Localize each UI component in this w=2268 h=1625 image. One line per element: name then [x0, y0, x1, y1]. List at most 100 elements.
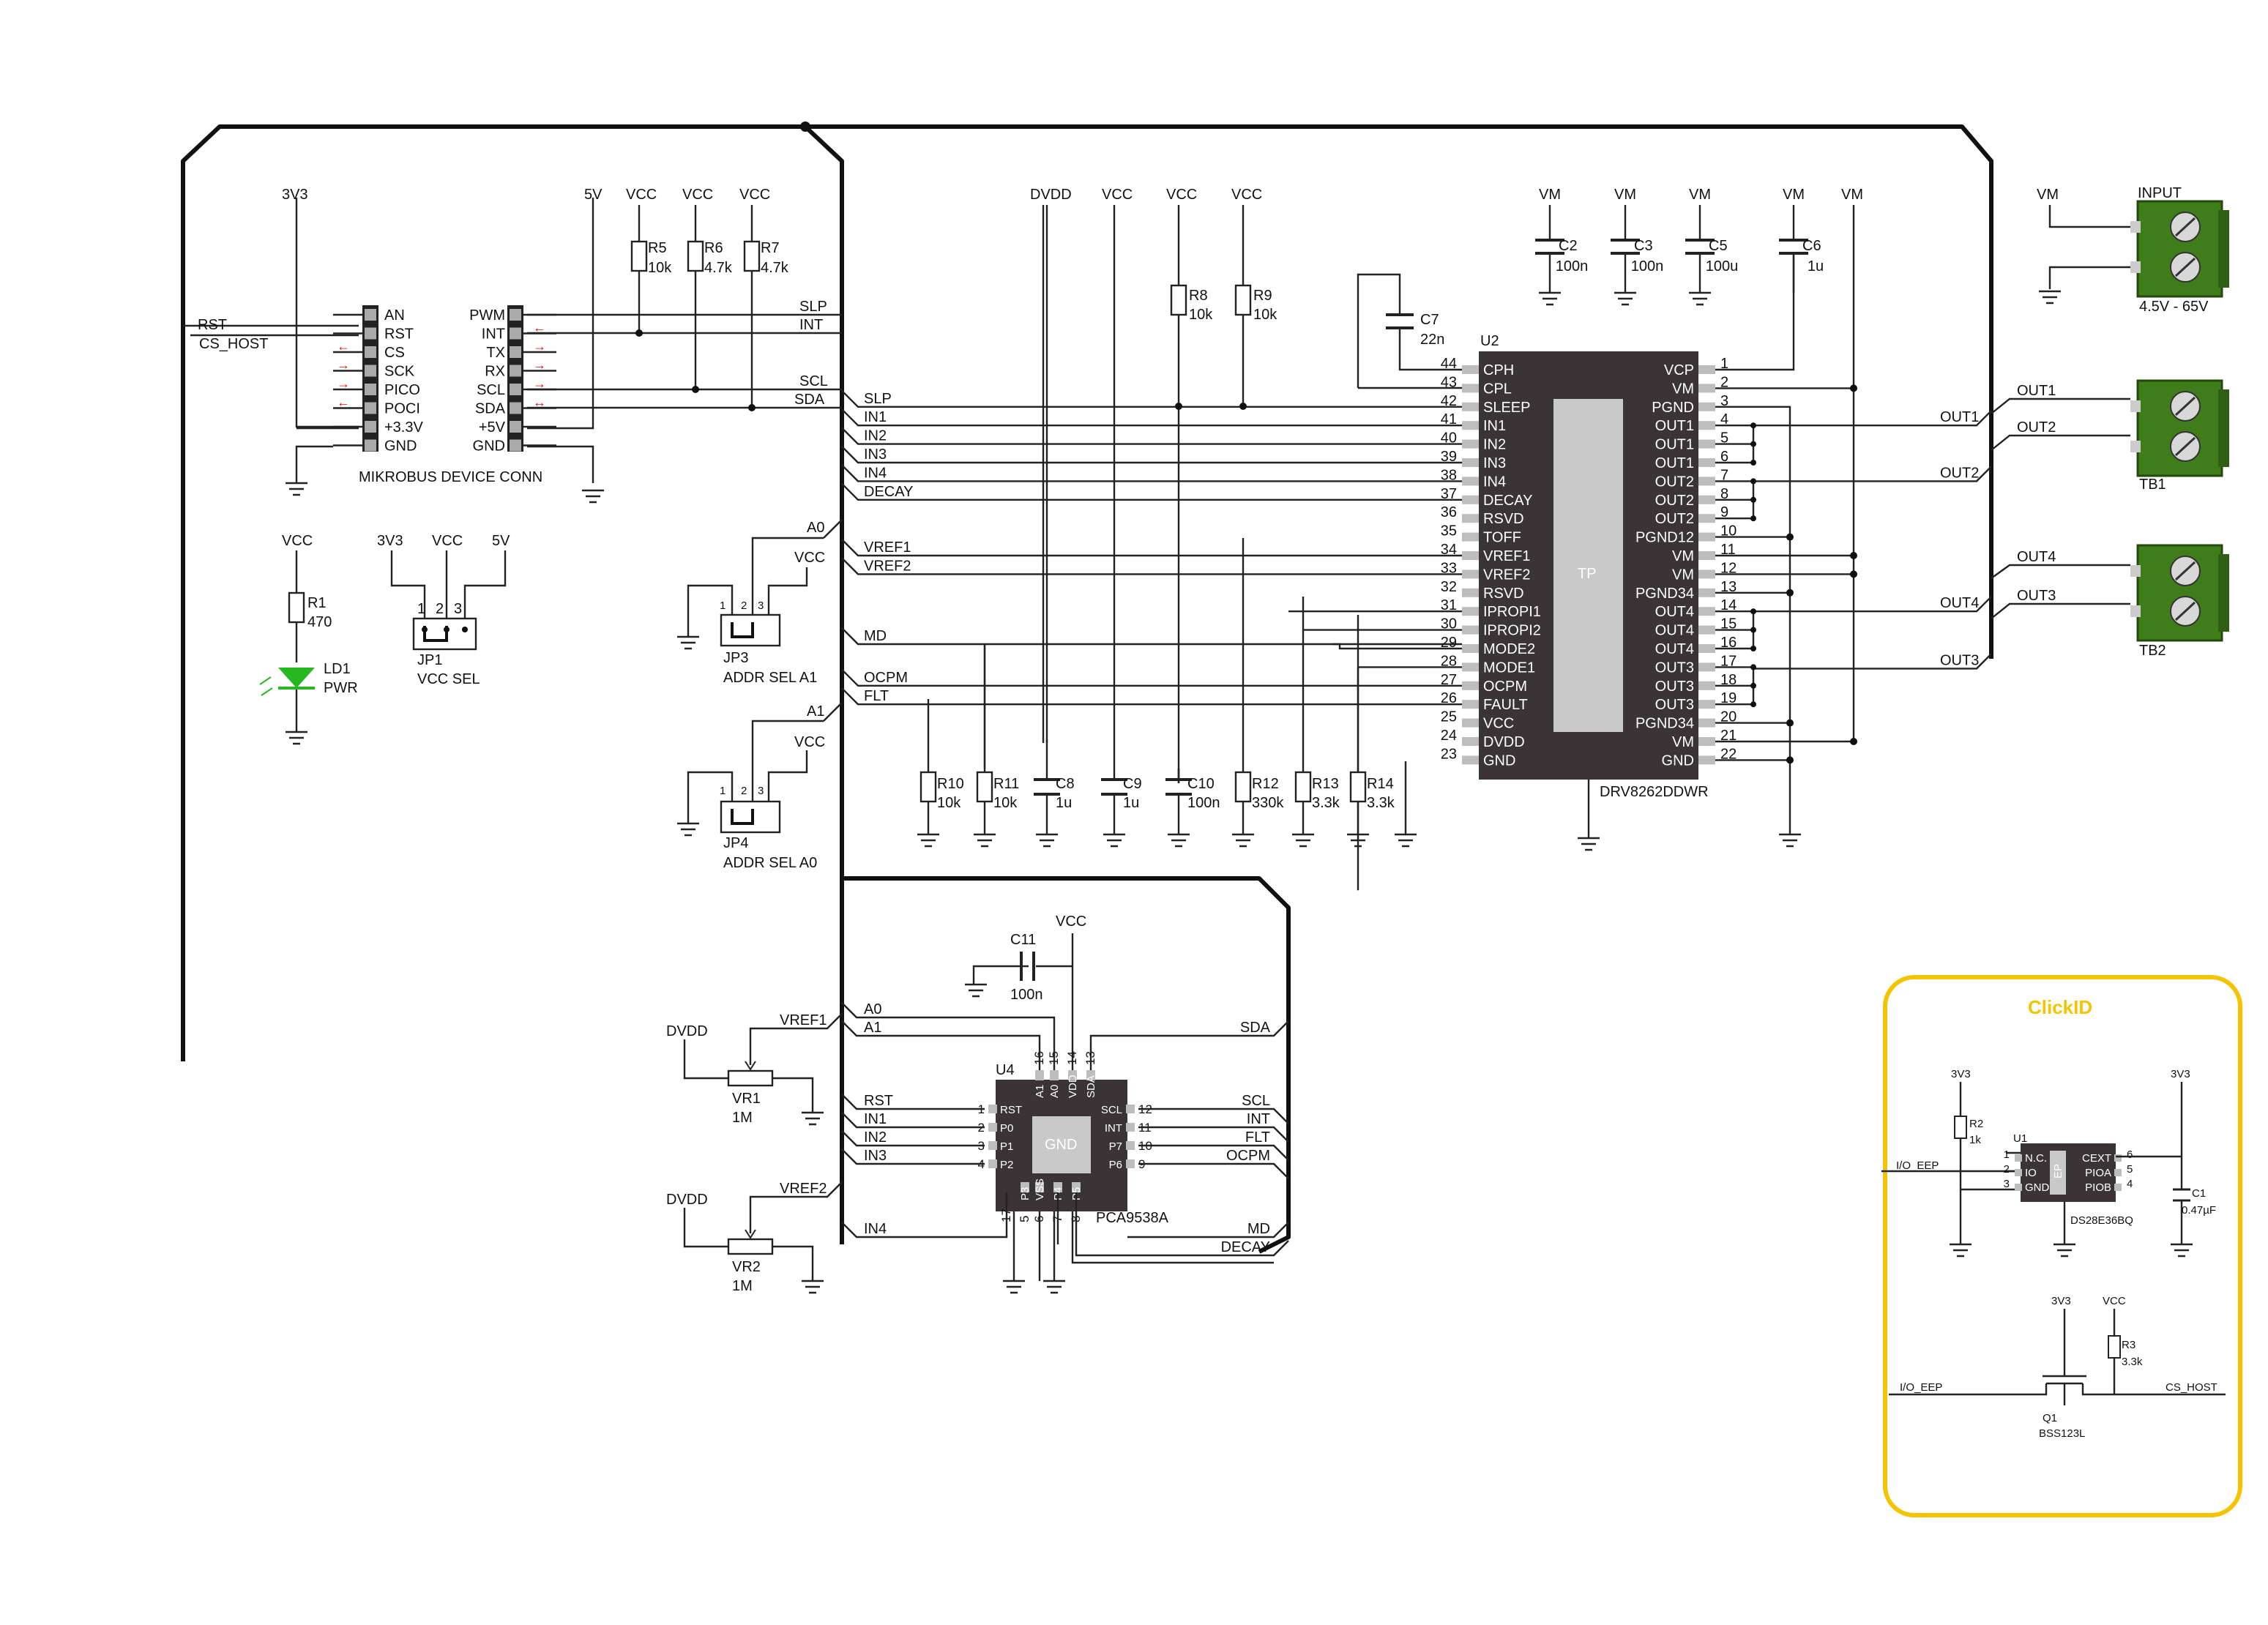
capacitor-icon [1034, 778, 1060, 796]
pullup-ref-r6: R6 [704, 240, 723, 256]
jp3-pin1: 1 [720, 599, 725, 612]
u2-right-pin-num-20: 20 [1720, 709, 1737, 725]
u2-right-pin-num-22: 22 [1720, 746, 1737, 762]
u2-right-pin-num-11: 11 [1720, 542, 1736, 558]
capacitor-icon [1535, 239, 1564, 255]
clickid-title: ClickID [2028, 996, 2092, 1018]
u2-right-pin-name-5: OUT1 [1655, 437, 1694, 453]
ground-icon [1779, 833, 1801, 848]
u2-right-pin-name-13: PGND34 [1635, 586, 1694, 602]
jp1-pin2: 2 [436, 601, 444, 617]
capacitor-icon [1685, 239, 1715, 255]
signal-arrow-icon: ← [337, 339, 350, 354]
part-value-r13: 3.3k [1312, 795, 1340, 811]
u4-left-pin-name-1: RST [1000, 1104, 1022, 1116]
u2-right-pin-name-7: OUT2 [1655, 474, 1694, 490]
mikrobus-title: MIKROBUS DEVICE CONN [359, 469, 542, 485]
terminal-input-range: 4.5V - 65V [2139, 299, 2209, 315]
u2-left-pin-num-31: 31 [1441, 597, 1457, 613]
jp4-label: ADDR SEL A0 [723, 855, 817, 871]
pullup-ref-r5: R5 [648, 240, 667, 256]
u4-ref: U4 [996, 1062, 1015, 1078]
top-rails: DVDD VCC VCC VCC R8 10k R9 10k [1030, 187, 1277, 783]
u4-net-left-a1: A1 [864, 1020, 881, 1036]
ground-icon [2039, 290, 2061, 305]
signal-arrow-icon: ← [337, 395, 350, 410]
rail-5v: 5V [584, 187, 603, 203]
u2-output-out2: OUT2 [1940, 465, 1979, 481]
vm-cap-ref-c2: C2 [1559, 238, 1578, 254]
bus-net-vref1: VREF1 [864, 539, 911, 556]
u2-left-pin-name-42: SLEEP [1483, 400, 1530, 416]
u2-left-pin-name-29: MODE2 [1483, 641, 1535, 657]
signal-arrow-icon: → [533, 339, 546, 354]
u2-right-pin-name-20: PGND34 [1635, 716, 1694, 732]
terminal-input-label: INPUT [2138, 185, 2182, 201]
c7-cap: C7 22n [1357, 273, 1464, 389]
led-icon [278, 668, 315, 688]
jp3-ref: JP3 [723, 650, 748, 666]
u2-right-pin-num-5: 5 [1720, 430, 1728, 447]
clickid-net-io-b: I/O_EEP [1900, 1381, 1942, 1394]
ground-icon [1395, 833, 1417, 848]
potentiometer-icon [727, 1238, 774, 1255]
u2-right-pin-name-8: OUT2 [1655, 493, 1694, 509]
part-value-c8: 1u [1056, 795, 1072, 811]
jp1-rail-5v: 5V [492, 533, 510, 549]
r3-ref: R3 [2122, 1339, 2135, 1351]
part-ref-r12: R12 [1252, 776, 1279, 792]
rail-vcc-a: VCC [1102, 187, 1133, 203]
u2-right-pin-num-13: 13 [1720, 579, 1737, 595]
mikrobus-right-pin-5: SCL [477, 382, 505, 398]
resistor-icon [743, 240, 761, 272]
u1-left-pin-name-1: N.C. [2025, 1152, 2047, 1165]
mikrobus-left-pin-8: GND [384, 438, 417, 455]
r3-rail: VCC [2103, 1295, 2126, 1307]
pot-net-vref1: VREF1 [780, 1012, 827, 1028]
terminal-out1: OUT1 [2017, 383, 2056, 399]
pullup-value-r7: 4.7k [761, 260, 789, 276]
mikrobus-right-pin-3: TX [486, 345, 505, 361]
u2-left-pin-num-34: 34 [1441, 542, 1457, 558]
u1-right-pin-num-6: 6 [2127, 1148, 2133, 1161]
terminal-out4: OUT4 [2017, 549, 2056, 565]
u2-left-pin-name-38: IN4 [1483, 474, 1506, 490]
u1-left-pin-num-2: 2 [2004, 1163, 2010, 1176]
u4-net-right-scl: SCL [1242, 1093, 1270, 1109]
u2-left-pin-name-31: IPROPI1 [1483, 604, 1541, 620]
ground-icon [917, 833, 939, 848]
c1-ref: C1 [2192, 1187, 2206, 1200]
u2-right-pin-num-15: 15 [1720, 616, 1737, 632]
signal-arrow-icon: ← [533, 321, 546, 335]
signal-arrow-icon: → [533, 376, 546, 391]
pot-value-vr1: 1M [732, 1110, 753, 1126]
rail-3v3: 3V3 [282, 187, 308, 203]
u4-net-right-ocpm: OCPM [1226, 1148, 1270, 1164]
ground-icon [1347, 833, 1369, 848]
u2-left-pin-name-44: CPH [1483, 362, 1514, 378]
u2-right-pin-num-18: 18 [1720, 672, 1737, 688]
u4-top-pin-num-14: 14 [1065, 1051, 1079, 1065]
u2-right-pin-name-17: OUT3 [1655, 660, 1694, 676]
clickid-rail-a: 3V3 [1951, 1068, 1971, 1080]
mikrobus-left-pin-7: +3.3V [384, 419, 423, 436]
rail-vcc-c: VCC [1231, 187, 1262, 203]
terminal-tb2-label: TB2 [2139, 643, 2166, 659]
jp3-label: ADDR SEL A1 [723, 670, 817, 686]
part-ref-r10: R10 [937, 776, 964, 792]
part-value-r10: 10k [937, 795, 961, 811]
signal-arrow-icon: ↔ [533, 395, 546, 410]
c11-rail: VCC [1056, 914, 1086, 930]
u2-left-pin-num-29: 29 [1441, 635, 1457, 651]
u1-right-pin-name-6: CEXT [2082, 1152, 2111, 1165]
u4-right-pin-name-9: P6 [1109, 1159, 1122, 1171]
u2-right-pin-name-2: VM [1672, 381, 1694, 397]
u2-right-pin-name-9: OUT2 [1655, 511, 1694, 527]
jp1-ref: JP1 [417, 652, 442, 668]
u2-right-pin-name-22: GND [1662, 752, 1694, 769]
u2-right-pin-num-2: 2 [1720, 374, 1728, 390]
u4-top-pin-name-14: VDD [1067, 1075, 1079, 1098]
jp1-rail-vcc: VCC [432, 533, 463, 549]
jp3-pin3: 3 [758, 599, 764, 612]
u1-right-pin-name-5: PIOA [2085, 1167, 2111, 1179]
